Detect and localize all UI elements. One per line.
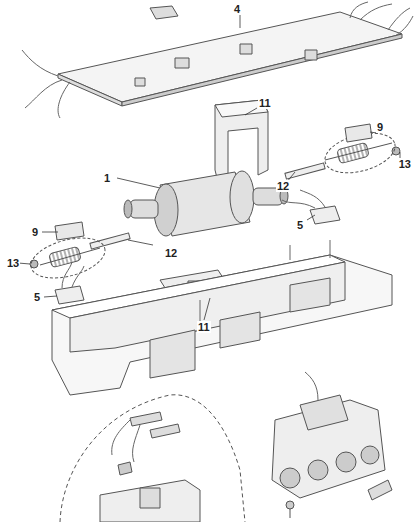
callout-number: 4: [233, 3, 241, 15]
callout-number: 11: [197, 321, 211, 333]
callout-number: 13: [398, 158, 412, 170]
callout-number: 13: [6, 257, 20, 269]
callout-number: 11: [258, 97, 272, 109]
callout-number: 12: [164, 247, 178, 259]
callout-number: 1: [103, 172, 111, 184]
callout-number: 9: [376, 121, 384, 133]
callout-number: 12: [276, 180, 290, 192]
callout-number: 5: [296, 219, 304, 231]
callout-number: 5: [33, 291, 41, 303]
callout-number: 9: [31, 226, 39, 238]
